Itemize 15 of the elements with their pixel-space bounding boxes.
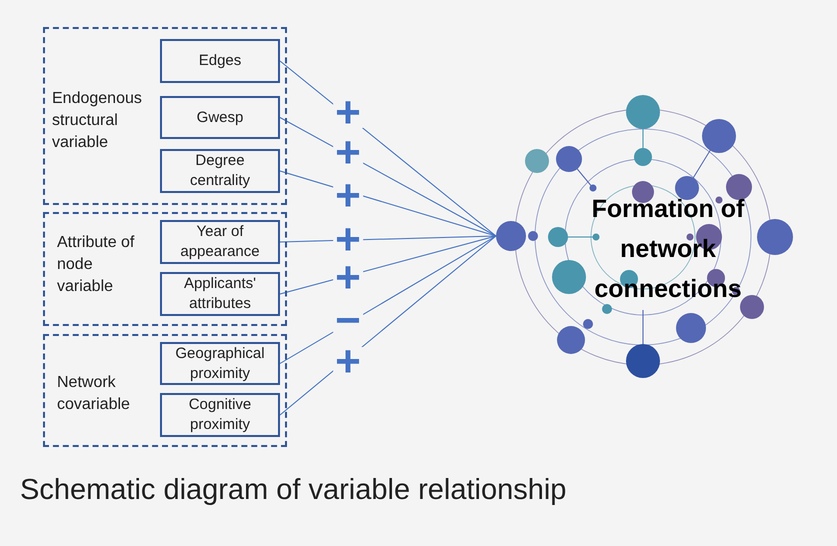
group-heading: Network covariable bbox=[57, 373, 131, 415]
variable-box: Degree centrality bbox=[160, 149, 280, 193]
dashed-group-box bbox=[43, 27, 287, 205]
group-heading: Attribute of node variable bbox=[57, 233, 136, 297]
variable-box: Cognitive proximity bbox=[160, 393, 280, 437]
variable-box: Edges bbox=[160, 39, 280, 83]
variable-box: Applicants' attributes bbox=[160, 272, 280, 316]
variable-box: Geographical proximity bbox=[160, 342, 280, 385]
dashed-group-box bbox=[43, 334, 287, 447]
dashed-group-box bbox=[43, 212, 287, 326]
variable-box: Year of appearance bbox=[160, 220, 280, 264]
variable-box: Gwesp bbox=[160, 96, 280, 139]
group-heading: Endogenous structural variable bbox=[52, 89, 143, 153]
caption: Schematic diagram of variable relationship bbox=[20, 473, 566, 508]
sign-label: + bbox=[333, 98, 363, 128]
